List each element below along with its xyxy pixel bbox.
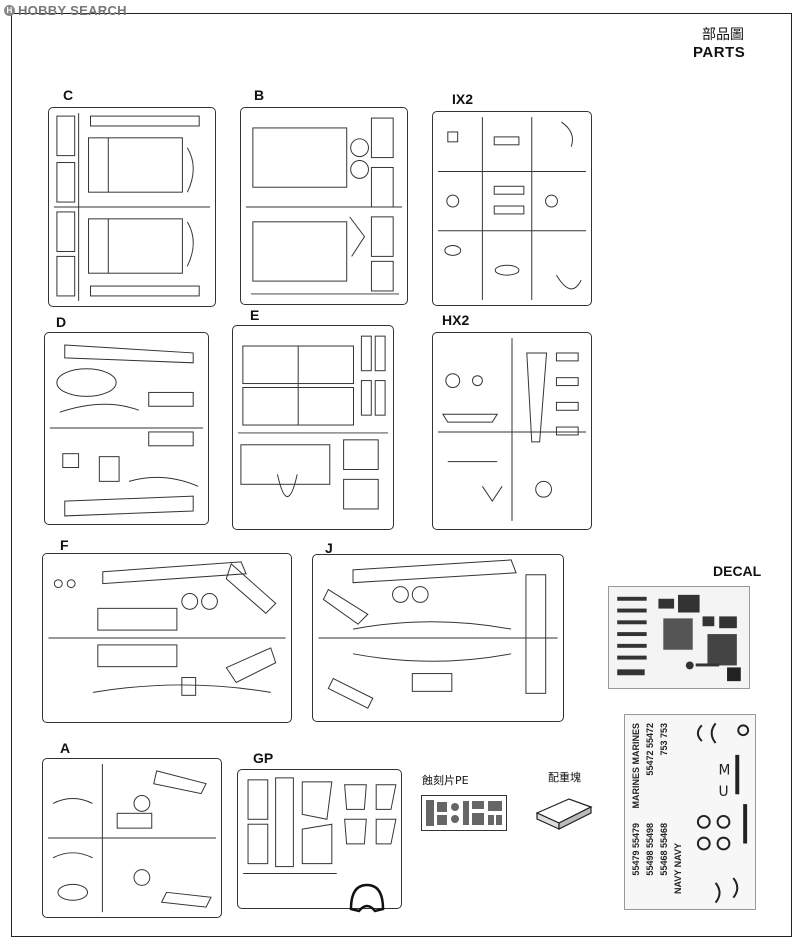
watermark-text: HOBBY SEARCH <box>18 3 127 18</box>
sprue-a-drawing <box>48 763 216 913</box>
sprue-label-d: D <box>56 314 67 330</box>
sprue-label-hx2: HX2 <box>442 312 470 328</box>
watermark: H HOBBY SEARCH <box>4 3 127 18</box>
watermark-logo-icon: H <box>4 5 15 16</box>
sprue-label-gp: GP <box>253 750 274 766</box>
sprue-label-a: A <box>60 740 71 756</box>
sprue-j-drawing <box>318 559 558 709</box>
sprue-label-j: J <box>325 540 333 556</box>
sprue-ix2-drawing <box>437 117 587 300</box>
decal-text-753: 753 753 <box>659 723 669 756</box>
sprue-d-drawing <box>49 344 204 517</box>
sprue-j <box>312 554 564 722</box>
sprue-label-e: E <box>250 307 260 323</box>
sprue-b <box>240 107 408 305</box>
decal-text-55479: 55479 55479 <box>631 823 641 876</box>
sprue-e-drawing <box>237 335 389 510</box>
sprue-a <box>42 758 222 918</box>
sprue-c-drawing <box>53 113 211 301</box>
sprue-label-b: B <box>254 87 265 103</box>
sprue-c <box>48 107 216 307</box>
decal-text-navy: NAVY NAVY <box>673 843 683 895</box>
weight-block-label: 配重塊 <box>548 771 581 784</box>
sprue-label-ix2: IX2 <box>452 91 474 107</box>
canopy-part <box>347 881 387 915</box>
decal-text-55472: 55472 55472 <box>645 723 655 776</box>
decal-sheet-1 <box>608 586 750 689</box>
photo-etch-label: 蝕刻片PE <box>422 774 469 787</box>
sprue-f <box>42 553 292 723</box>
weight-block-drawing <box>535 798 593 830</box>
sprue-label-c: C <box>63 87 74 103</box>
decal-sheet-1-drawing <box>617 594 741 682</box>
decal-sheet-2-drawing: M U <box>696 722 750 904</box>
svg-text:M: M <box>719 763 731 779</box>
decal-sheet-2: M U MARINES MARINES 55472 55472 753 753 … <box>624 714 756 910</box>
sprue-e <box>232 325 394 530</box>
photo-etch-fret-drawing <box>426 800 502 826</box>
sprue-label-f: F <box>60 537 69 553</box>
sprue-gp-drawing <box>243 777 397 874</box>
decal-text-55468: 55468 55468 <box>659 823 669 876</box>
sprue-d <box>44 332 209 525</box>
decal-text-55498: 55498 55498 <box>645 823 655 876</box>
sprue-hx2 <box>432 332 592 530</box>
sprue-f-drawing <box>48 561 286 696</box>
sprue-b-drawing <box>245 117 403 295</box>
sprue-hx2-drawing <box>437 338 587 521</box>
canopy-part-drawing <box>349 883 385 913</box>
parts-title-chinese: 部品圖 <box>702 27 744 43</box>
sprue-ix2 <box>432 111 592 306</box>
parts-title-english: PARTS <box>693 44 746 61</box>
decal-label: DECAL <box>713 563 762 579</box>
weight-block <box>533 793 595 831</box>
parts-frame <box>11 13 792 937</box>
photo-etch-fret <box>421 795 507 831</box>
decal-text-marines: MARINES MARINES <box>631 723 641 809</box>
svg-text:U: U <box>719 784 729 800</box>
